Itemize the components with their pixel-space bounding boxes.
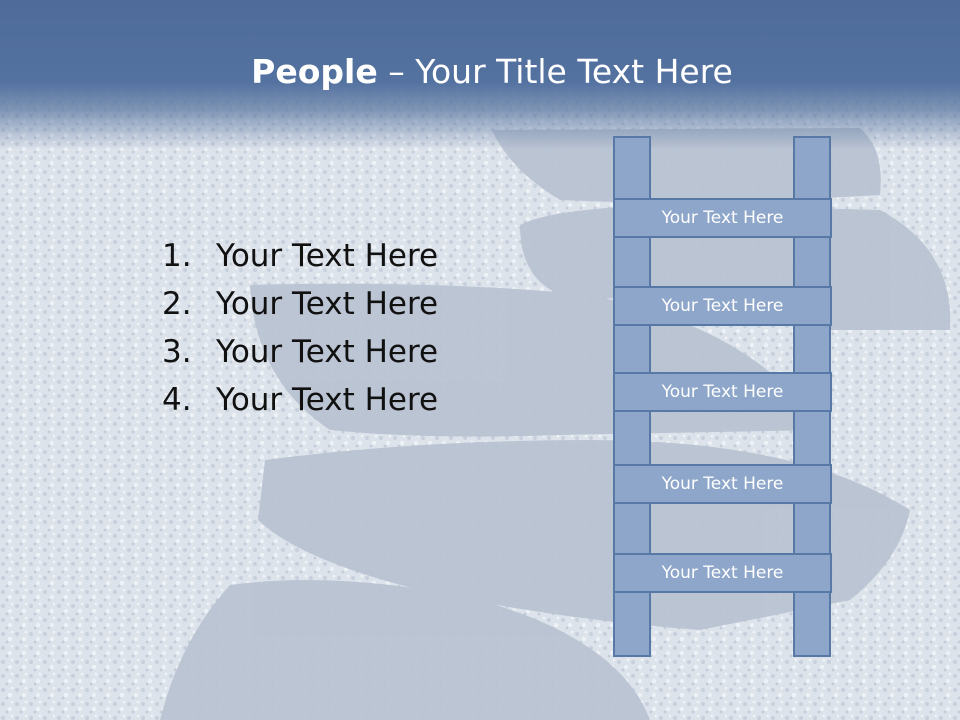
numbered-list: 1. Your Text Here 2. Your Text Here 3. Your… bbox=[162, 232, 438, 424]
ladder-rung: Your Text Here bbox=[613, 464, 832, 504]
list-text: Your Text Here bbox=[216, 334, 439, 370]
slide-title: People – Your Title Text Here bbox=[0, 52, 960, 91]
list-text: Your Text Here bbox=[216, 382, 439, 418]
ladder-rung: Your Text Here bbox=[613, 372, 832, 412]
list-number: 1. bbox=[162, 238, 192, 274]
ladder-rung: Your Text Here bbox=[613, 198, 832, 238]
title-bold: People bbox=[251, 52, 378, 91]
ladder-rung: Your Text Here bbox=[613, 553, 832, 593]
ladder-rung: Your Text Here bbox=[613, 286, 832, 326]
list-number: 4. bbox=[162, 382, 192, 418]
list-item: 1. Your Text Here bbox=[162, 232, 438, 280]
title-bar bbox=[0, 0, 960, 150]
list-item: 3. Your Text Here bbox=[162, 328, 438, 376]
list-item: 4. Your Text Here bbox=[162, 376, 438, 424]
list-text: Your Text Here bbox=[216, 286, 439, 322]
list-number: 3. bbox=[162, 334, 192, 370]
title-rest: – Your Title Text Here bbox=[377, 52, 733, 91]
list-text: Your Text Here bbox=[216, 238, 439, 274]
list-number: 2. bbox=[162, 286, 192, 322]
list-item: 2. Your Text Here bbox=[162, 280, 438, 328]
